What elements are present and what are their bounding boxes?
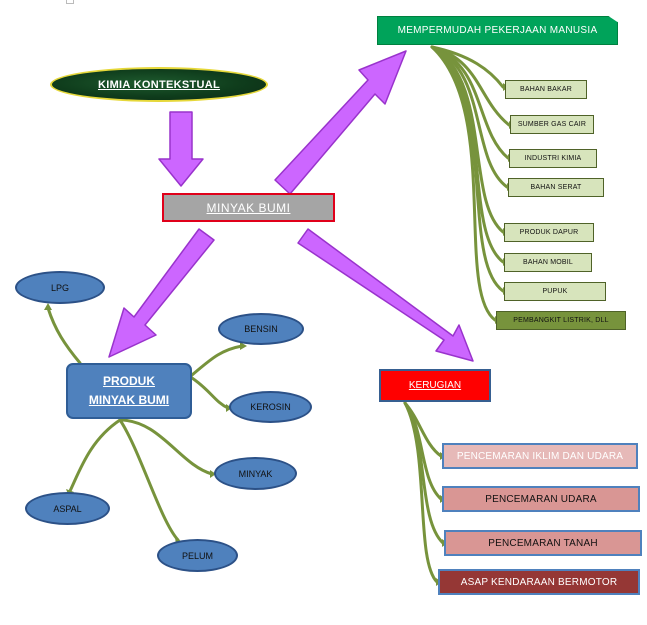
benefit-item-text: BAHAN SERAT: [530, 184, 582, 191]
product-lpg: LPG: [15, 271, 105, 304]
connector-minyak: [118, 418, 214, 476]
product-minyak: MINYAK: [214, 457, 297, 490]
connector-loss-4: [403, 401, 439, 584]
benefit-item-text: PRODUK DAPUR: [519, 229, 579, 236]
loss-item: PENCEMARAN TANAH: [444, 530, 642, 556]
benefit-item: PRODUK DAPUR: [504, 223, 594, 242]
product-lpg-text: LPG: [50, 282, 69, 293]
product-bensin: BENSIN: [218, 313, 304, 345]
arrow-down-left: [108, 228, 215, 358]
source-node-text: KIMIA KONTEKSTUAL: [97, 78, 221, 91]
benefit-item: INDUSTRI KIMIA: [509, 149, 597, 168]
losses-node: KERUGIAN: [379, 369, 491, 402]
center-node-text: MINYAK BUMI: [206, 200, 291, 215]
loss-item-text: PENCEMARAN UDARA: [485, 493, 597, 505]
source-node: KIMIA KONTEKSTUAL: [50, 67, 268, 102]
connector-lpg: [46, 306, 82, 365]
losses-node-text: KERUGIAN: [408, 380, 462, 391]
benefit-item: SUMBER GAS CAIR: [510, 115, 594, 134]
connector-kerosin: [190, 376, 230, 410]
benefit-item: BAHAN MOBIL: [504, 253, 592, 272]
loss-item: PENCEMARAN UDARA: [442, 486, 640, 512]
product-kerosin-text: KEROSIN: [250, 402, 291, 412]
connector-benefit-4: [430, 45, 509, 189]
corner-mark: [66, 0, 74, 4]
product-aspal-text: ASPAL: [53, 503, 82, 514]
connector-pelum: [118, 418, 180, 542]
benefit-item: PUPUK: [504, 282, 606, 301]
center-node: MINYAK BUMI: [162, 193, 335, 222]
product-pelum-text: PELUM: [181, 550, 213, 561]
benefit-item-text: SUMBER GAS CAIR: [517, 121, 587, 128]
product-kerosin: KEROSIN: [229, 391, 312, 423]
benefit-item: BAHAN SERAT: [508, 178, 604, 197]
products-node-line2: MINYAK BUMI: [88, 393, 170, 407]
benefit-item: PEMBANGKIT LISTRIK, DLL: [496, 311, 626, 330]
products-node-line1: PRODUK: [102, 374, 155, 388]
connector-benefit-5: [430, 45, 505, 234]
loss-item-text: PENCEMARAN TANAH: [488, 537, 598, 549]
benefits-header-text: MEMPERMUDAH PEKERJAAN MANUSIA: [397, 25, 598, 36]
loss-item: PENCEMARAN IKLIM DAN UDARA: [442, 443, 638, 469]
product-aspal: ASPAL: [25, 492, 110, 525]
benefits-header: MEMPERMUDAH PEKERJAAN MANUSIA: [377, 16, 618, 45]
benefit-item-text: BAHAN BAKAR: [520, 86, 572, 93]
connector-bensin: [190, 344, 244, 377]
benefit-item-text: PUPUK: [542, 288, 568, 295]
benefit-item-text: BAHAN MOBIL: [522, 259, 574, 266]
benefit-item-text: INDUSTRI KIMIA: [524, 155, 582, 162]
arrow-down-right: [297, 228, 474, 362]
loss-item-text: ASAP KENDARAAN BERMOTOR: [460, 576, 618, 588]
product-pelum: PELUM: [157, 539, 238, 572]
benefit-item: BAHAN BAKAR: [505, 80, 587, 99]
arrow-up-right: [274, 50, 407, 195]
benefit-item-text: PEMBANGKIT LISTRIK, DLL: [513, 317, 609, 324]
connector-aspal: [68, 418, 122, 493]
loss-item-text: PENCEMARAN IKLIM DAN UDARA: [456, 450, 624, 462]
arrow-down: [158, 111, 204, 187]
products-node: PRODUK MINYAK BUMI: [66, 363, 192, 419]
product-minyak-text: MINYAK: [238, 468, 273, 479]
product-bensin-text: BENSIN: [244, 324, 278, 334]
loss-item: ASAP KENDARAAN BERMOTOR: [438, 569, 640, 595]
connector-benefit-8: [430, 45, 497, 322]
